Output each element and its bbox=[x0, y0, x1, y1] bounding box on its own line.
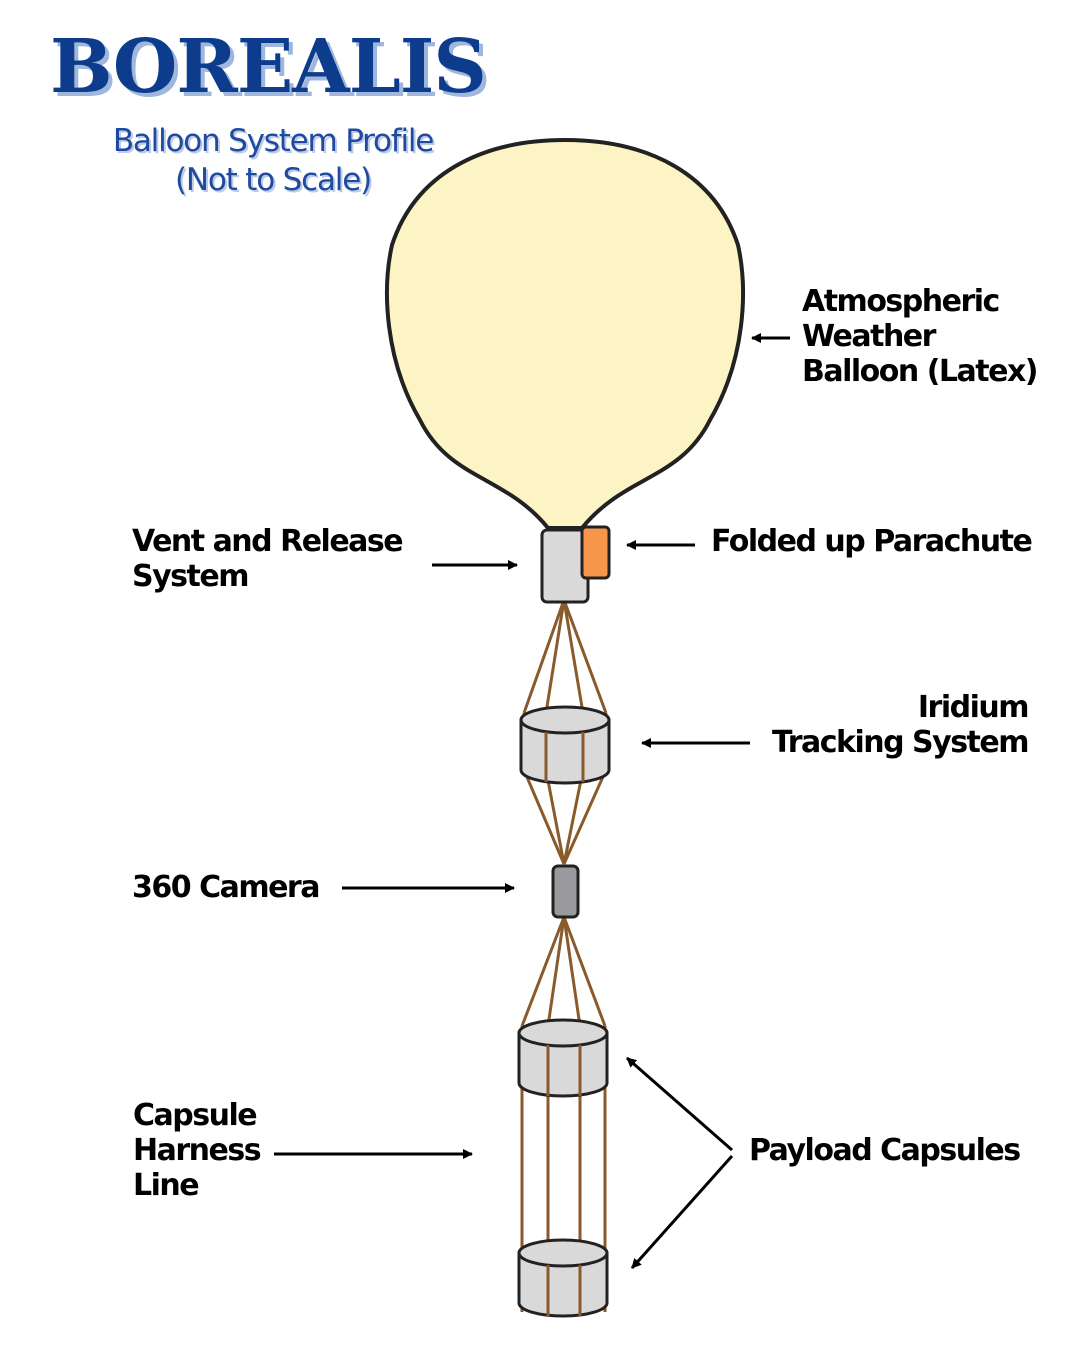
diagram-title: BOREALIS bbox=[50, 24, 487, 110]
subtitle-line: (Not to Scale) bbox=[175, 162, 372, 198]
payload-capsule-lower bbox=[517, 1238, 609, 1318]
diagram-subtitle: Balloon System Profile (Not to Scale) bbox=[90, 122, 456, 200]
label-weather-balloon: Atmospheric Weather Balloon (Latex) bbox=[802, 284, 1039, 389]
label-parachute: Folded up Parachute bbox=[711, 524, 1033, 559]
pointer-arrows bbox=[274, 333, 790, 1269]
parachute-pack bbox=[580, 525, 611, 580]
label-360-camera: 360 Camera bbox=[132, 870, 320, 905]
weather-balloon bbox=[385, 138, 745, 530]
arrow-payload-lower bbox=[630, 1155, 734, 1269]
payload-capsule-upper bbox=[517, 1018, 609, 1098]
subtitle-line: Balloon System Profile bbox=[112, 123, 435, 159]
iridium-tracker-cylinder bbox=[519, 705, 611, 785]
label-iridium-tracking: Iridium Tracking System bbox=[772, 690, 1029, 760]
camera-box bbox=[551, 864, 580, 919]
label-capsule-harness: Capsule Harness Line bbox=[133, 1098, 262, 1203]
label-payload-capsules: Payload Capsules bbox=[749, 1133, 1021, 1168]
harness-lines-front bbox=[544, 732, 585, 1316]
arrow-payload-upper bbox=[626, 1056, 733, 1152]
label-vent-release: Vent and Release System bbox=[132, 524, 404, 594]
